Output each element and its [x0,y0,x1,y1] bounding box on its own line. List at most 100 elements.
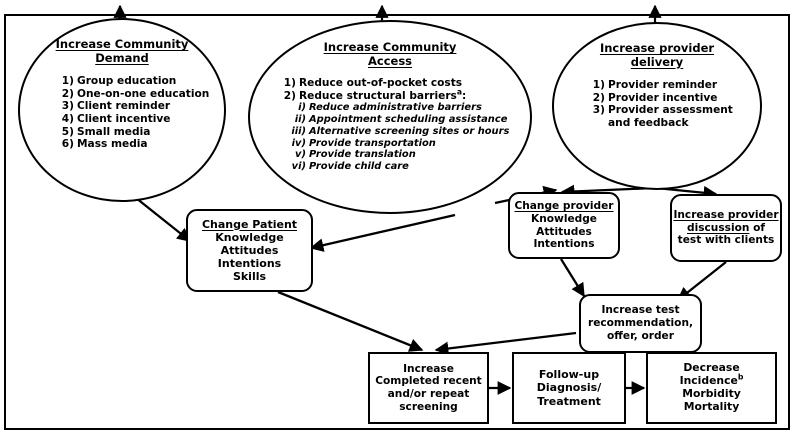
node-change-patient[interactable]: Change Patient Knowledge Attitudes Inten… [186,209,313,292]
ellipse-shape-access [248,20,532,214]
provider-discussion-title-row2: discussion of [687,222,765,235]
followup-line: Diagnosis/ [536,381,602,395]
decrease-line1: Decrease [683,361,740,375]
test-rec-line: Increase test [601,304,680,317]
item-text: Provide translation [309,149,416,161]
node-increase-provider-discussion[interactable]: Increase provider discussion of test wit… [670,194,782,262]
node-change-provider[interactable]: Change provider Knowledge Attitudes Inte… [508,192,620,259]
item-suffix: : [462,89,467,102]
provider-discussion-title-part1: Increase provider [673,208,779,221]
footnote-marker-a: a [456,87,463,97]
delivery-title-line1: Increase provider [599,41,715,55]
item-number: 2) [61,87,74,100]
list-item: iv)Provide transportation [289,138,532,150]
item-number: 4) [61,112,74,125]
decrease-line4: Mortality [683,399,740,413]
item-number: 1) [283,77,296,90]
change-patient-line: Intentions [217,257,282,271]
item-text: Provider reminder [608,79,718,92]
change-provider-line: Attitudes [536,225,592,238]
provider-discussion-title-part2: discussion [687,221,750,234]
decrease-line3: Morbidity [682,387,741,400]
ellipse-shape-delivery [552,22,762,190]
item-number: 1) [592,79,605,92]
item-number: v) [295,149,306,161]
item-number: 5) [61,125,74,138]
item-number: ii) [294,114,306,126]
ellipse-shape-demand [18,18,226,202]
change-patient-line: Attitudes [220,243,279,257]
node-increase-community-access[interactable]: Increase Community Access 1)Reduce out-o… [248,20,532,214]
list-item: ii)Appointment scheduling assistance [289,114,532,126]
list-item: vi)Provide child care [289,161,532,173]
list-item: 1)Reduce out-of-pocket costs [278,77,532,90]
access-title-line1: Increase Community [323,40,457,54]
item-number: iii) [291,125,306,137]
item-text: and feedback [608,116,689,129]
item-text: One-on-one education [77,87,210,100]
list-item: and feedback [587,117,762,130]
item-text: Provide transportation [309,137,436,149]
item-text: Reduce administrative barriers [309,102,482,114]
list-item: 4)Client incentive [56,113,226,126]
delivery-item-list: 1)Provider reminder 2)Provider incentive… [552,79,762,129]
node-increase-provider-delivery[interactable]: Increase provider delivery 1)Provider re… [552,22,762,190]
item-text: Mass media [77,138,148,151]
item-number: 1) [61,75,74,88]
demand-title-line1: Increase Community [55,37,189,51]
node-increase-test-recommendation[interactable]: Increase test recommendation, offer, ord… [579,294,702,353]
node-decrease-outcomes[interactable]: Decrease Incidenceb Morbidity Mortality [646,352,777,424]
item-text: Provider assessment [608,104,733,117]
item-text: Reduce structural barriers [299,89,457,102]
footnote-marker-b: b [737,372,744,382]
list-item: 1)Group education [56,75,226,88]
list-item: 2)Provider incentive [587,92,762,105]
access-subitem-list: i)Reduce administrative barriers ii)Appo… [248,102,532,173]
list-item: 5)Small media [56,126,226,139]
followup-line: Follow-up [538,368,600,382]
figure-outer-border [4,14,790,430]
item-text: Reduce out-of-pocket costs [299,77,463,90]
item-number: 6) [61,138,74,151]
list-item: v)Provide translation [289,149,532,161]
list-item: 1)Provider reminder [587,79,762,92]
change-patient-title: Change Patient [201,217,298,231]
change-patient-line: Skills [232,270,267,284]
list-item: 2)One-on-one education [56,88,226,101]
node-followup-diagnosis-treatment[interactable]: Follow-up Diagnosis/ Treatment [512,352,626,424]
item-number: 3) [592,104,605,117]
provider-discussion-line3: test with clients [677,234,775,247]
item-text: Small media [77,125,151,138]
followup-line: Treatment [537,394,601,408]
item-number: vi) [291,161,306,173]
list-item: 6)Mass media [56,138,226,151]
item-text: Client incentive [77,112,171,125]
list-item: 3)Provider assessment [587,104,762,117]
demand-item-list: 1)Group education 2)One-on-one education… [18,75,226,151]
change-provider-line: Intentions [533,238,595,251]
item-text: Alternative screening sites or hours [309,125,510,137]
item-number: iv) [291,137,306,149]
item-text: Client reminder [77,100,171,113]
decrease-line2-row: Incidenceb [679,372,744,388]
item-number: 2) [283,89,296,102]
item-number: 3) [61,100,74,113]
access-item-list: 1)Reduce out-of-pocket costs 2)Reduce st… [248,77,532,102]
item-text: Provider incentive [608,91,718,104]
screening-line: and/or repeat [387,388,470,400]
test-rec-line: offer, order [607,329,674,342]
screening-line: screening [399,400,458,413]
list-item: i)Reduce administrative barriers [289,102,532,114]
change-patient-line: Knowledge [215,230,284,244]
test-rec-line: recommendation, [587,317,694,330]
item-number: i) [298,102,306,114]
node-completed-screening[interactable]: Increase Completed recent and/or repeat … [368,352,489,424]
decrease-line2: Incidence [679,374,738,388]
item-text: Group education [77,75,177,88]
demand-title-line2: Demand [95,50,149,65]
list-item: 3)Client reminder [56,100,226,113]
node-increase-community-demand[interactable]: Increase Community Demand 1)Group educat… [18,18,226,202]
list-item: 2)Reduce structural barriersa: [278,87,532,103]
change-provider-title: Change provider [514,200,614,213]
